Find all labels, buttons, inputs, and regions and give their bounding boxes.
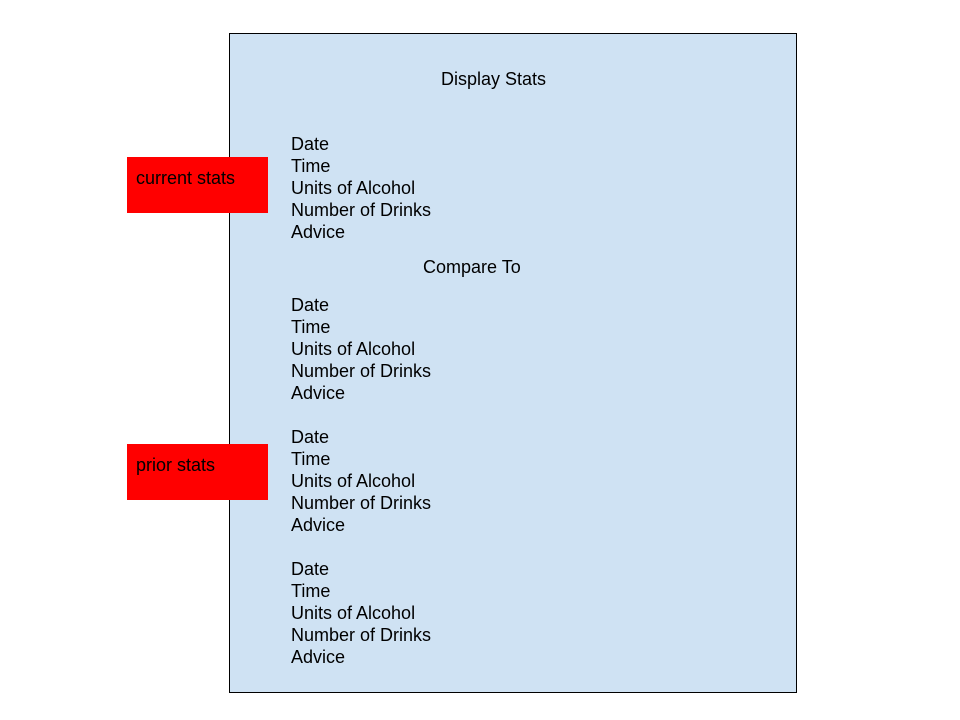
current-stats-group: Date Time Units of Alcohol Number of Dri… bbox=[291, 133, 431, 243]
prior-stats-group-1: Date Time Units of Alcohol Number of Dri… bbox=[291, 294, 431, 404]
stat-number-of-drinks: Number of Drinks bbox=[291, 493, 432, 513]
stat-units-of-alcohol: Units of Alcohol bbox=[291, 339, 416, 359]
stat-number-of-drinks: Number of Drinks bbox=[291, 361, 432, 381]
stat-time: Time bbox=[291, 581, 331, 601]
stat-advice: Advice bbox=[291, 515, 346, 535]
page-title: Display Stats bbox=[441, 69, 547, 89]
stat-units-of-alcohol: Units of Alcohol bbox=[291, 471, 416, 491]
stat-advice: Advice bbox=[291, 222, 346, 242]
stat-date: Date bbox=[291, 295, 330, 315]
stats-panel bbox=[229, 33, 797, 693]
stat-date: Date bbox=[291, 427, 330, 447]
stat-time: Time bbox=[291, 156, 331, 176]
prior-stats-tag: prior stats bbox=[127, 444, 268, 500]
stat-date: Date bbox=[291, 559, 330, 579]
stat-number-of-drinks: Number of Drinks bbox=[291, 625, 432, 645]
stat-number-of-drinks: Number of Drinks bbox=[291, 200, 432, 220]
prior-stats-group-2: Date Time Units of Alcohol Number of Dri… bbox=[291, 426, 431, 536]
stat-units-of-alcohol: Units of Alcohol bbox=[291, 603, 416, 623]
current-stats-tag: current stats bbox=[127, 157, 268, 213]
stat-units-of-alcohol: Units of Alcohol bbox=[291, 178, 416, 198]
stat-time: Time bbox=[291, 449, 331, 469]
stat-date: Date bbox=[291, 134, 330, 154]
stat-advice: Advice bbox=[291, 647, 346, 667]
prior-stats-group-3: Date Time Units of Alcohol Number of Dri… bbox=[291, 558, 431, 668]
stat-time: Time bbox=[291, 317, 331, 337]
stat-advice: Advice bbox=[291, 383, 346, 403]
compare-heading: Compare To bbox=[423, 257, 521, 277]
